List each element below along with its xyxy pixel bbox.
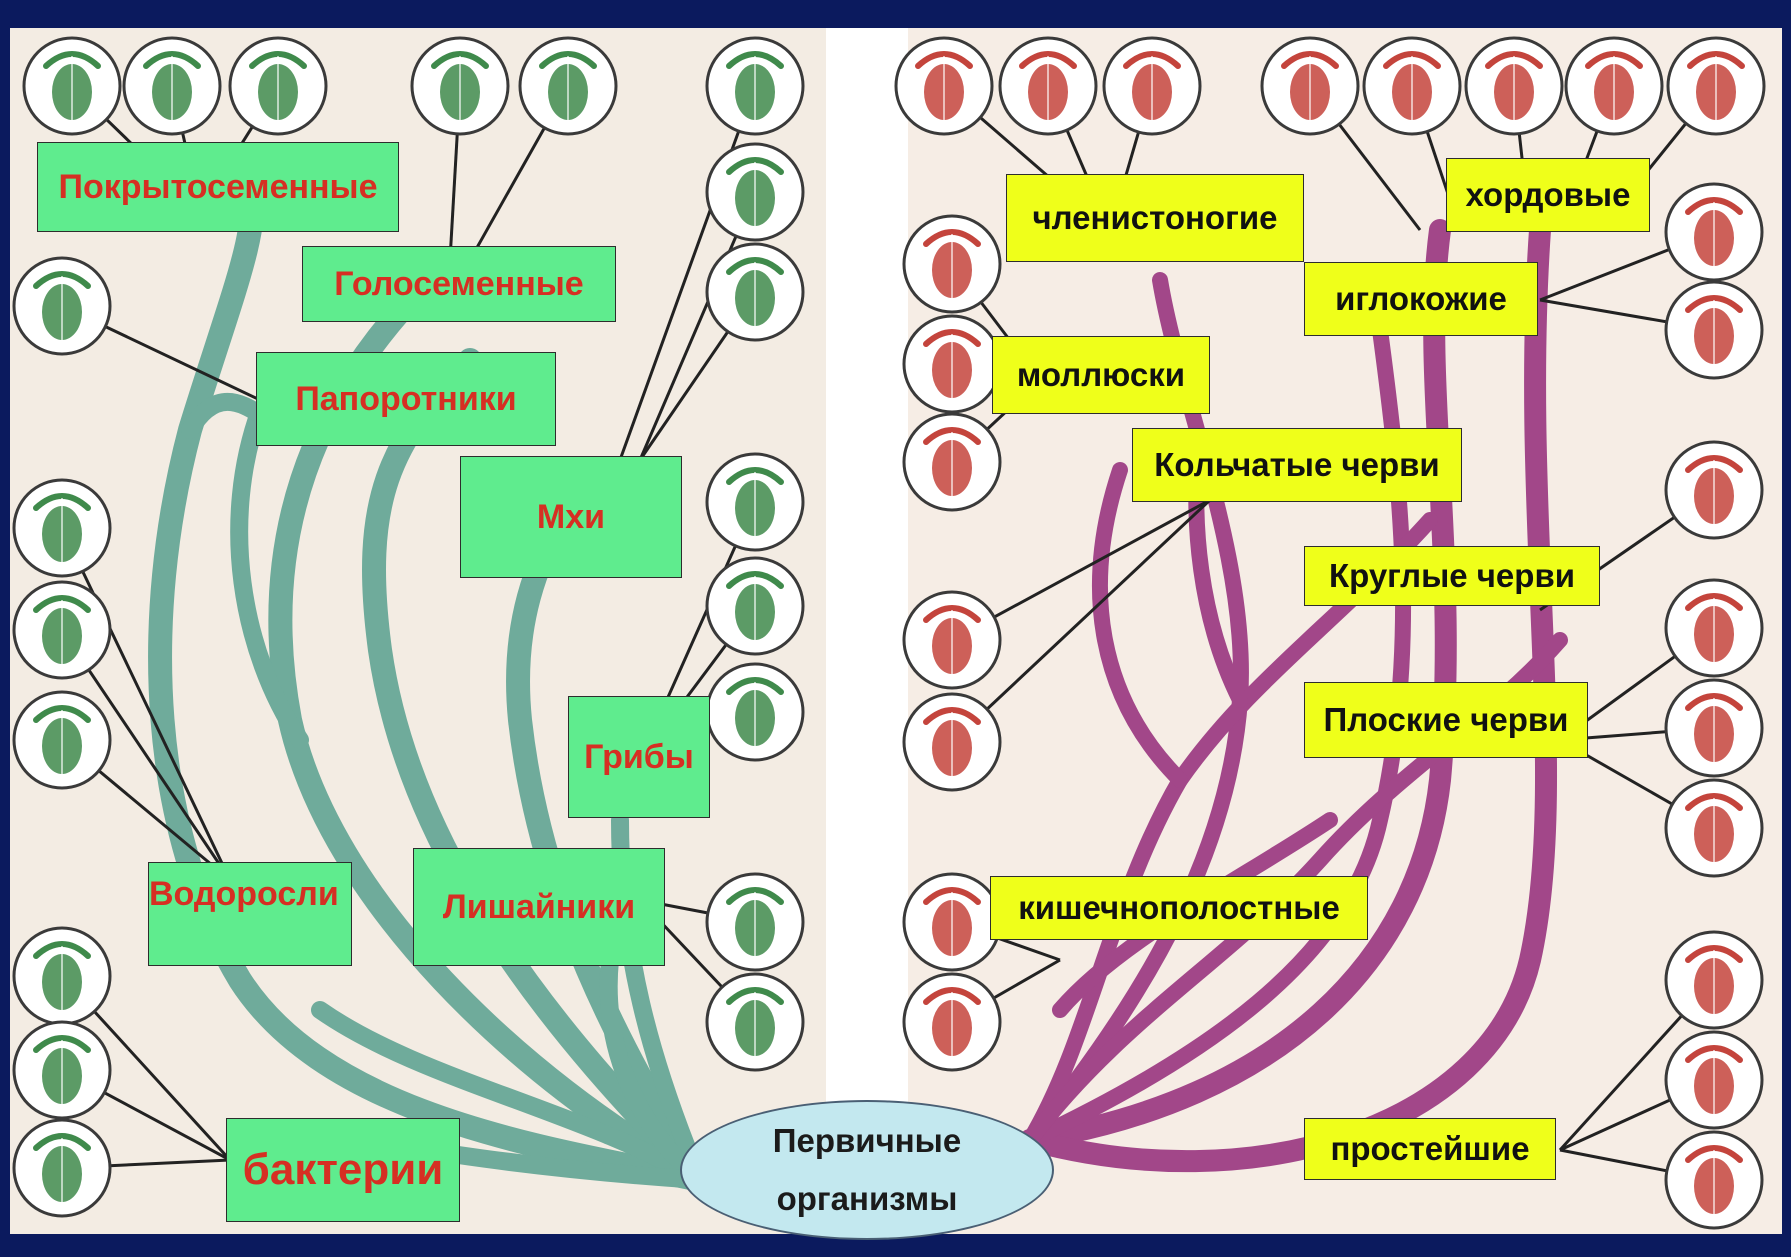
label-flatworms: Плоские черви (1304, 682, 1588, 758)
tapeworm-icon (1666, 780, 1762, 876)
cap-mushroom-icon (707, 454, 803, 550)
horsetail-icon (707, 144, 803, 240)
leafy-lichen-icon (707, 874, 803, 970)
mussel-icon (904, 316, 1000, 412)
flowering-plant-icon (24, 38, 120, 134)
cereal-plant-icon (230, 38, 326, 134)
rod-bacteria-icon (14, 1120, 110, 1216)
starfish-icon (1666, 184, 1762, 280)
label-mosses: Мхи (460, 456, 682, 578)
euglena-icon (1666, 1032, 1762, 1128)
paramecium-icon (1666, 1132, 1762, 1228)
berry-plant-icon (124, 38, 220, 134)
amoeba-icon (1666, 932, 1762, 1028)
label-ferns: Папоротники (256, 352, 556, 446)
earthworm-icon (904, 592, 1000, 688)
pine-cone-icon (520, 38, 616, 134)
mold-fungus-icon (707, 558, 803, 654)
label-annelids: Кольчатые черви (1132, 428, 1462, 502)
label-coelenterates: кишечнополостные (990, 876, 1368, 940)
cactus-moss-icon (707, 244, 803, 340)
label-bacteria: бактерии (226, 1118, 460, 1222)
label-arthropods: членистоногие (1006, 174, 1304, 262)
roundworm-icon (1666, 442, 1762, 538)
crayfish-icon (896, 38, 992, 134)
hydra-icon (904, 974, 1000, 1070)
root-label-line2: организмы (777, 1170, 958, 1228)
label-lichens: Лишайники (413, 848, 665, 966)
spiral-bacteria-icon (14, 1022, 110, 1118)
leech-icon (904, 694, 1000, 790)
butterfly-icon (1104, 38, 1200, 134)
label-angiosperms: Покрытосеменные (37, 142, 399, 232)
monkey-icon (1668, 38, 1764, 134)
fish-icon (1262, 38, 1358, 134)
root-primary-organisms: Первичные организмы (680, 1100, 1054, 1240)
filament-alga-icon (14, 582, 110, 678)
bird-icon (1566, 38, 1662, 134)
shrimp-icon (904, 216, 1000, 312)
label-fungi: Грибы (568, 696, 710, 818)
label-echinoderms: иглокожие (1304, 262, 1538, 336)
snail-icon (904, 414, 1000, 510)
label-algae: Водоросли (148, 862, 352, 966)
label-chordates: хордовые (1446, 158, 1650, 232)
moss-tuft-icon (707, 38, 803, 134)
coccus-bacteria-icon (14, 928, 110, 1024)
club-fungus-icon (707, 664, 803, 760)
animal-branch (1100, 470, 1180, 780)
pine-branch-icon (412, 38, 508, 134)
planarian-icon (1666, 580, 1762, 676)
jellyfish-icon (904, 874, 1000, 970)
cup-lichen-icon (707, 974, 803, 1070)
label-protozoa: простейшие (1304, 1118, 1556, 1180)
fern-icon (14, 258, 110, 354)
label-roundworms: Круглые черви (1304, 546, 1600, 606)
label-mollusks: моллюски (992, 336, 1210, 414)
label-gymnosperms: Голосеменные (302, 246, 616, 322)
branched-alga-icon (14, 480, 110, 576)
sea-urchin-icon (1666, 282, 1762, 378)
fluke-icon (1666, 680, 1762, 776)
root-label-line1: Первичные (773, 1112, 961, 1170)
unicellular-alga-icon (14, 692, 110, 788)
turtle-icon (1466, 38, 1562, 134)
spider-icon (1000, 38, 1096, 134)
frog-icon (1364, 38, 1460, 134)
